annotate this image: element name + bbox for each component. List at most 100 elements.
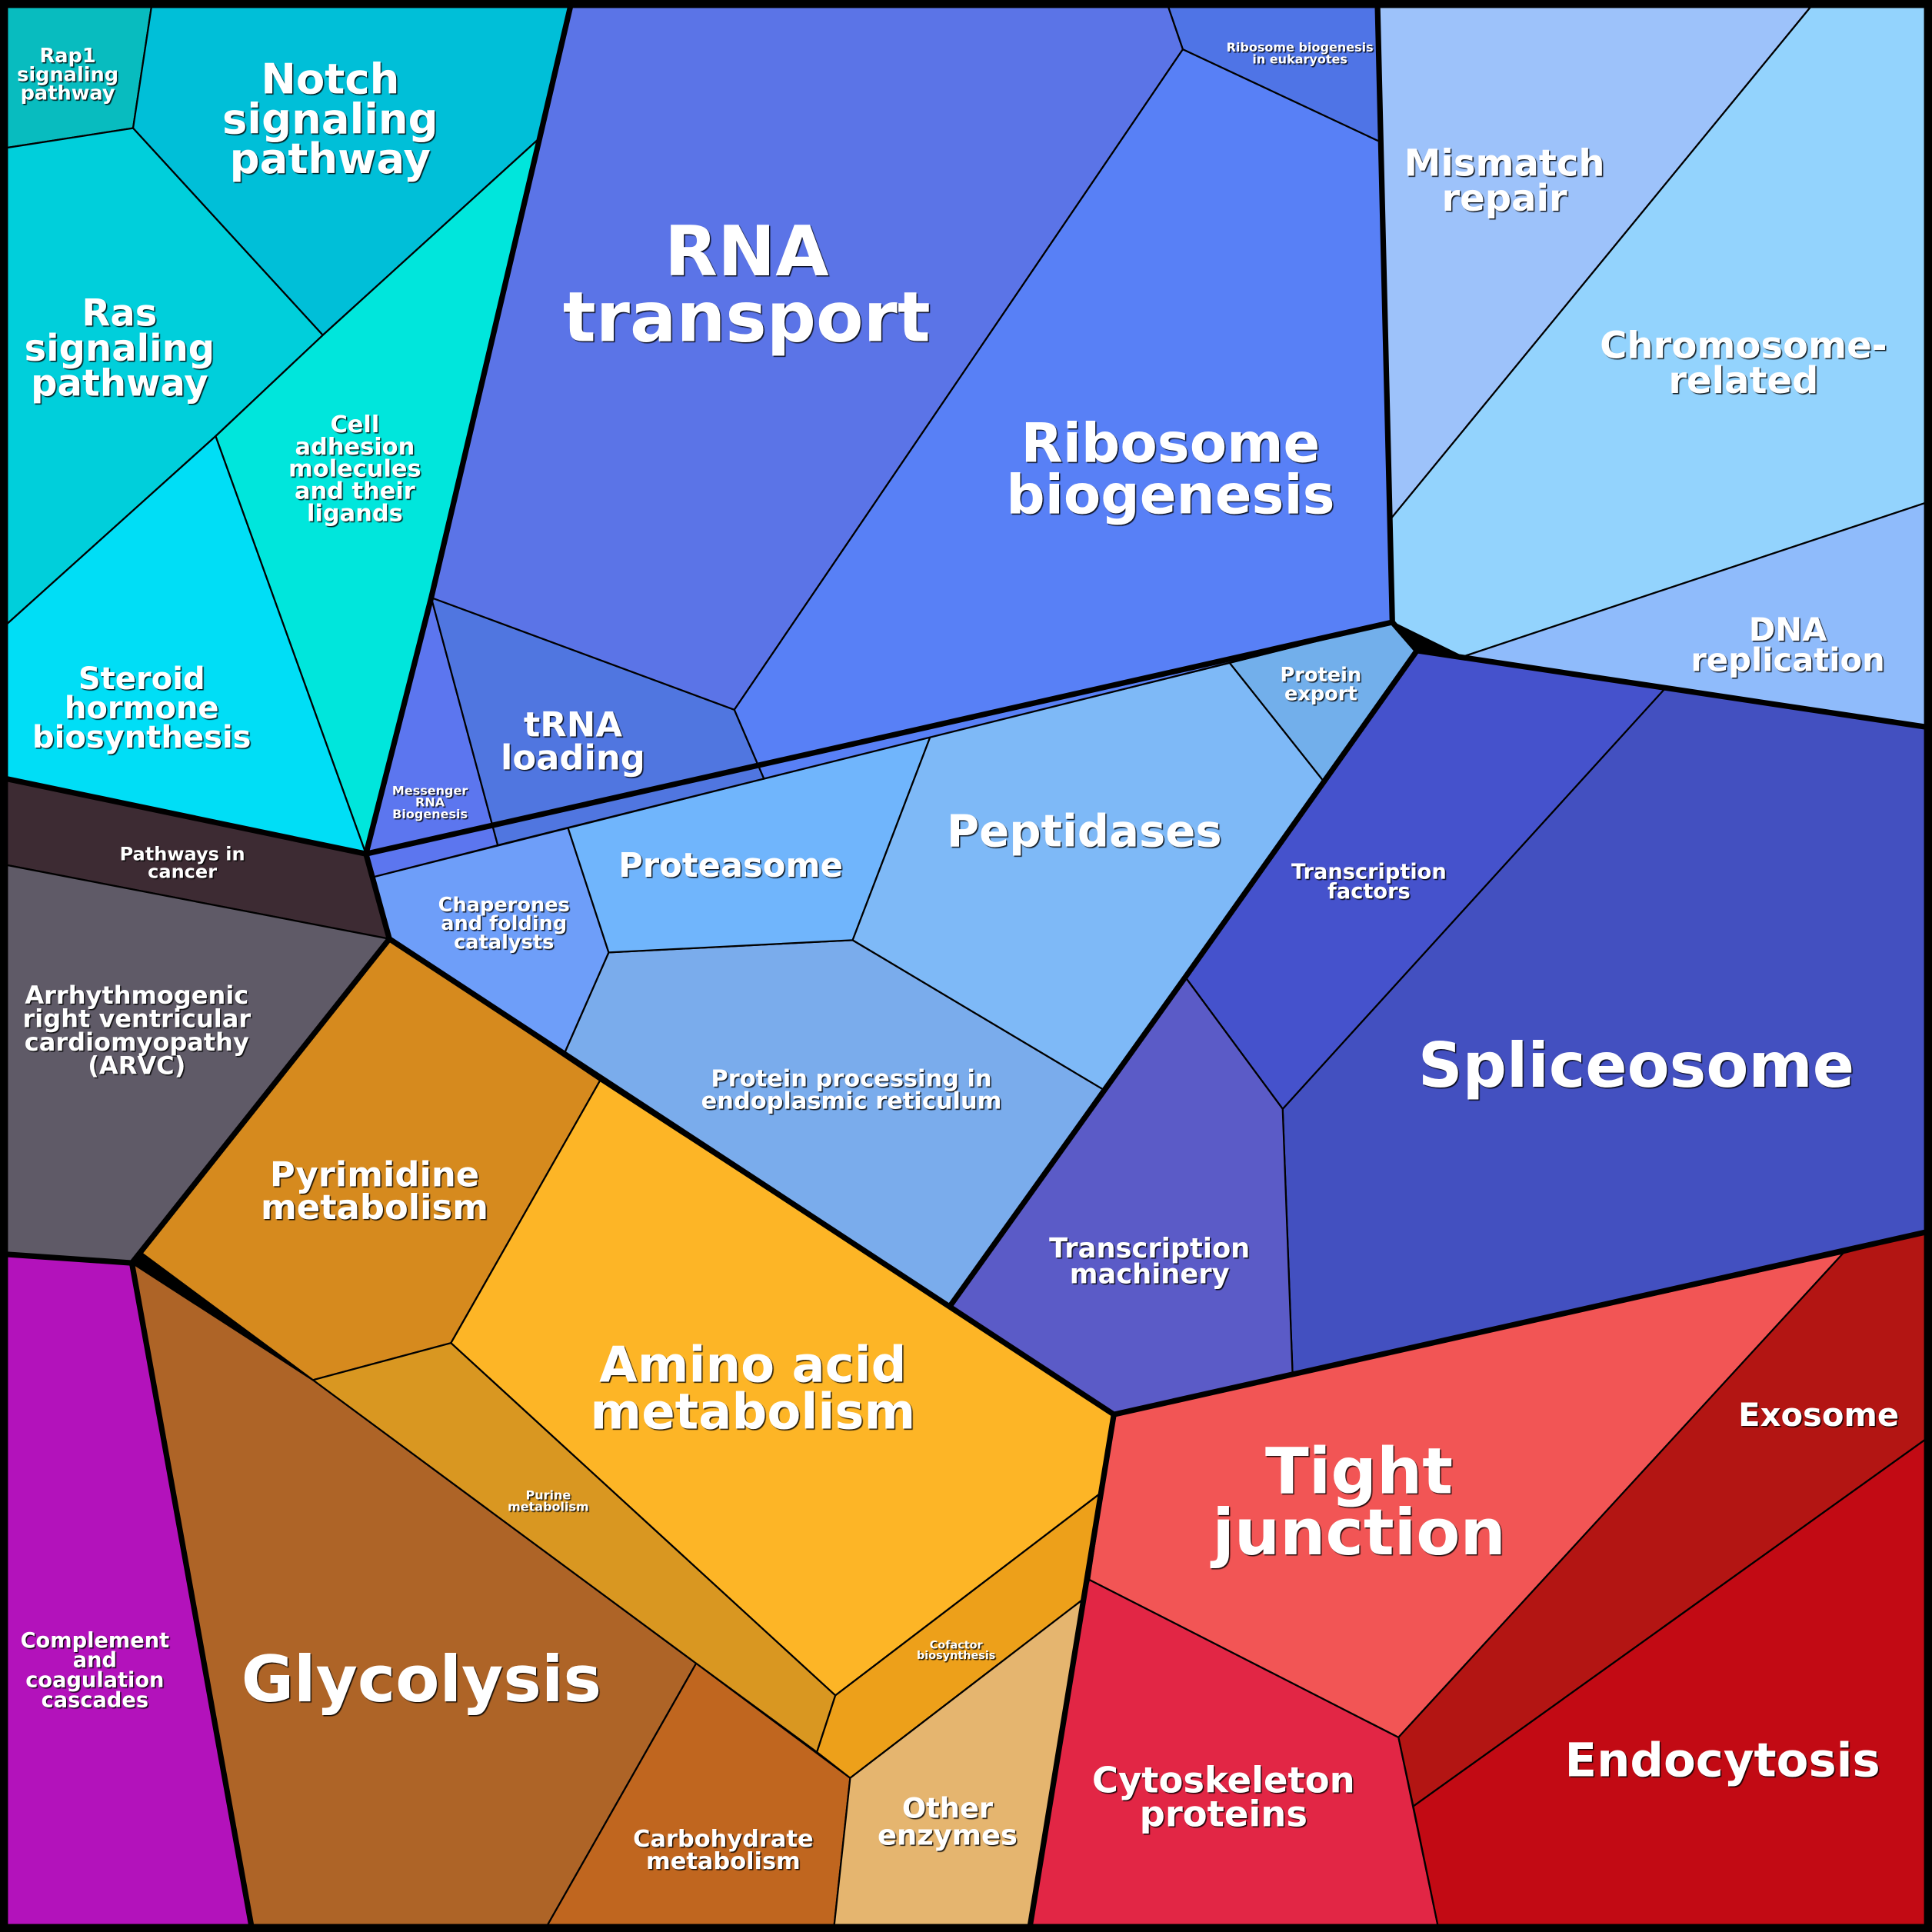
label-line: ligands (307, 501, 403, 528)
label-endocytosis: Endocytosis (1565, 1734, 1880, 1788)
label-line: Spliceosome (1418, 1030, 1854, 1101)
label-line: Pathways in (120, 844, 245, 865)
label-line: Exosome (1738, 1396, 1899, 1434)
label-line: related (1668, 359, 1818, 402)
label-line: tRNA (524, 705, 622, 745)
label-line: Endocytosis (1565, 1734, 1880, 1788)
label-line: DNA (1749, 611, 1827, 648)
label-line: Chaperones (438, 894, 570, 917)
label-line: Amino acid (599, 1337, 906, 1394)
label-line: Pyrimidine (270, 1154, 479, 1194)
label-line: Ribosome (1021, 412, 1321, 475)
label-line: machinery (1070, 1258, 1230, 1290)
label-line: Proteasome (618, 847, 843, 885)
label-line: catalysts (454, 931, 554, 954)
label-line: Biogenesis (392, 807, 468, 821)
label-line: Glycolysis (242, 1642, 601, 1717)
group-boundary (363, 3, 574, 942)
label-line: repair (1441, 177, 1567, 220)
label-line: Mismatch (1404, 142, 1605, 185)
group-boundary (1111, 1229, 1929, 1417)
label-line: metabolism (261, 1187, 488, 1227)
label-line: in eukaryotes (1252, 52, 1347, 66)
label-line: pathway (31, 362, 208, 405)
label-line: pathway (21, 82, 115, 105)
label-line: metabolism (646, 1848, 801, 1875)
label-line: biosynthesis (32, 720, 251, 755)
label-glycolysis: Glycolysis (242, 1642, 601, 1717)
label-line: Ras (82, 291, 157, 335)
label-line: proteins (1140, 1794, 1307, 1835)
label-line: pathway (230, 134, 431, 183)
group-boundary (3, 1251, 135, 1266)
group-boundary (363, 619, 1395, 857)
group-boundary (1374, 3, 1929, 730)
label-line: signaling (222, 94, 438, 143)
label-line: metabolism (590, 1384, 915, 1441)
label-line: loading (501, 737, 645, 778)
label-line: RNA (415, 795, 445, 810)
label-line: junction (1210, 1495, 1505, 1570)
label-line: Cofactor (930, 1639, 984, 1651)
label-line: (ARVC) (88, 1051, 185, 1080)
label-exosome: Exosome (1738, 1396, 1899, 1434)
label-proteasome: Proteasome (618, 847, 843, 885)
label-line: signaling (25, 327, 215, 370)
label-line: replication (1690, 641, 1884, 679)
label-line: Carbohydrate (633, 1826, 814, 1853)
label-chromosome: Chromosome-related (1600, 324, 1887, 402)
label-line: Transcription (1049, 1233, 1250, 1264)
label-line: Purine (526, 1487, 571, 1502)
label-line: cascades (42, 1688, 148, 1712)
label-line: factors (1327, 880, 1411, 904)
label-line: Tight (1265, 1434, 1453, 1509)
label-line: endoplasmic reticulum (701, 1088, 1002, 1115)
label-line: Complement (21, 1629, 170, 1653)
label-peptidases: Peptidases (947, 805, 1222, 858)
label-line: Protein processing in (711, 1066, 991, 1093)
label-line: Rap1 (40, 45, 96, 68)
label-line: Messenger (392, 783, 468, 798)
label-line: Arrhythmogenic (25, 981, 248, 1010)
label-line: Notch (261, 55, 399, 104)
label-spliceosome: Spliceosome (1418, 1030, 1854, 1101)
label-line: Peptidases (947, 805, 1222, 858)
label-line: enzymes (878, 1819, 1018, 1852)
label-line: biosynthesis (917, 1650, 995, 1662)
label-line: biogenesis (1006, 464, 1334, 527)
label-line: hormone (65, 691, 219, 726)
label-line: Steroid (78, 661, 205, 697)
group-boundary (3, 775, 369, 857)
label-line: export (1284, 683, 1357, 706)
label-line: coagulation (25, 1669, 164, 1693)
label-line: metabolism (508, 1500, 589, 1514)
label-line: cancer (148, 861, 217, 882)
label-line: transport (563, 278, 931, 358)
label-line: adhesion (295, 434, 415, 461)
